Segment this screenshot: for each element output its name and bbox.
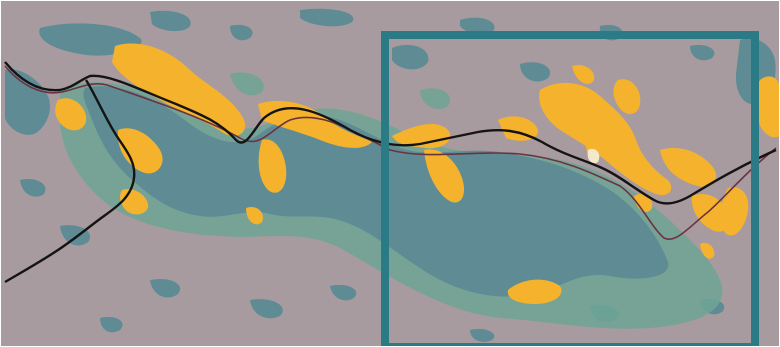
urban-area <box>691 193 730 232</box>
east-edge-town <box>755 76 780 138</box>
urban-area <box>55 98 87 131</box>
lake <box>690 44 715 61</box>
highway <box>4 79 136 284</box>
urban-area <box>424 149 465 203</box>
lake <box>300 8 354 27</box>
selection-frame[interactable] <box>381 31 759 347</box>
urban-area <box>392 123 451 149</box>
urban-area <box>258 100 372 148</box>
urban-area <box>258 139 287 193</box>
lake <box>20 178 46 197</box>
urban-area <box>634 193 653 212</box>
lake <box>520 62 551 82</box>
urban-highlight <box>587 148 600 164</box>
lake <box>230 24 253 41</box>
urban-area <box>720 187 749 236</box>
railway-line <box>4 65 777 240</box>
lake <box>392 44 429 70</box>
lake <box>100 316 123 333</box>
lake <box>60 225 91 246</box>
urban-area <box>112 43 246 137</box>
lake <box>470 328 495 342</box>
lake <box>460 17 495 35</box>
urban-area <box>117 128 163 174</box>
urban-area <box>572 64 595 84</box>
highway <box>4 61 777 205</box>
lake <box>250 299 283 319</box>
urban-areas-layer <box>55 43 749 304</box>
urban-area <box>539 82 672 196</box>
lake <box>330 284 357 301</box>
urban-area <box>660 147 717 187</box>
lake <box>150 10 191 32</box>
urban-area <box>246 206 263 225</box>
shore-buffer <box>420 88 451 110</box>
urban-area <box>700 242 715 259</box>
lake <box>150 278 181 298</box>
urban-area <box>507 279 562 304</box>
west-bay <box>5 69 51 135</box>
urban-area <box>613 79 641 115</box>
main-lake <box>83 86 669 297</box>
shore-buffer <box>230 72 264 96</box>
